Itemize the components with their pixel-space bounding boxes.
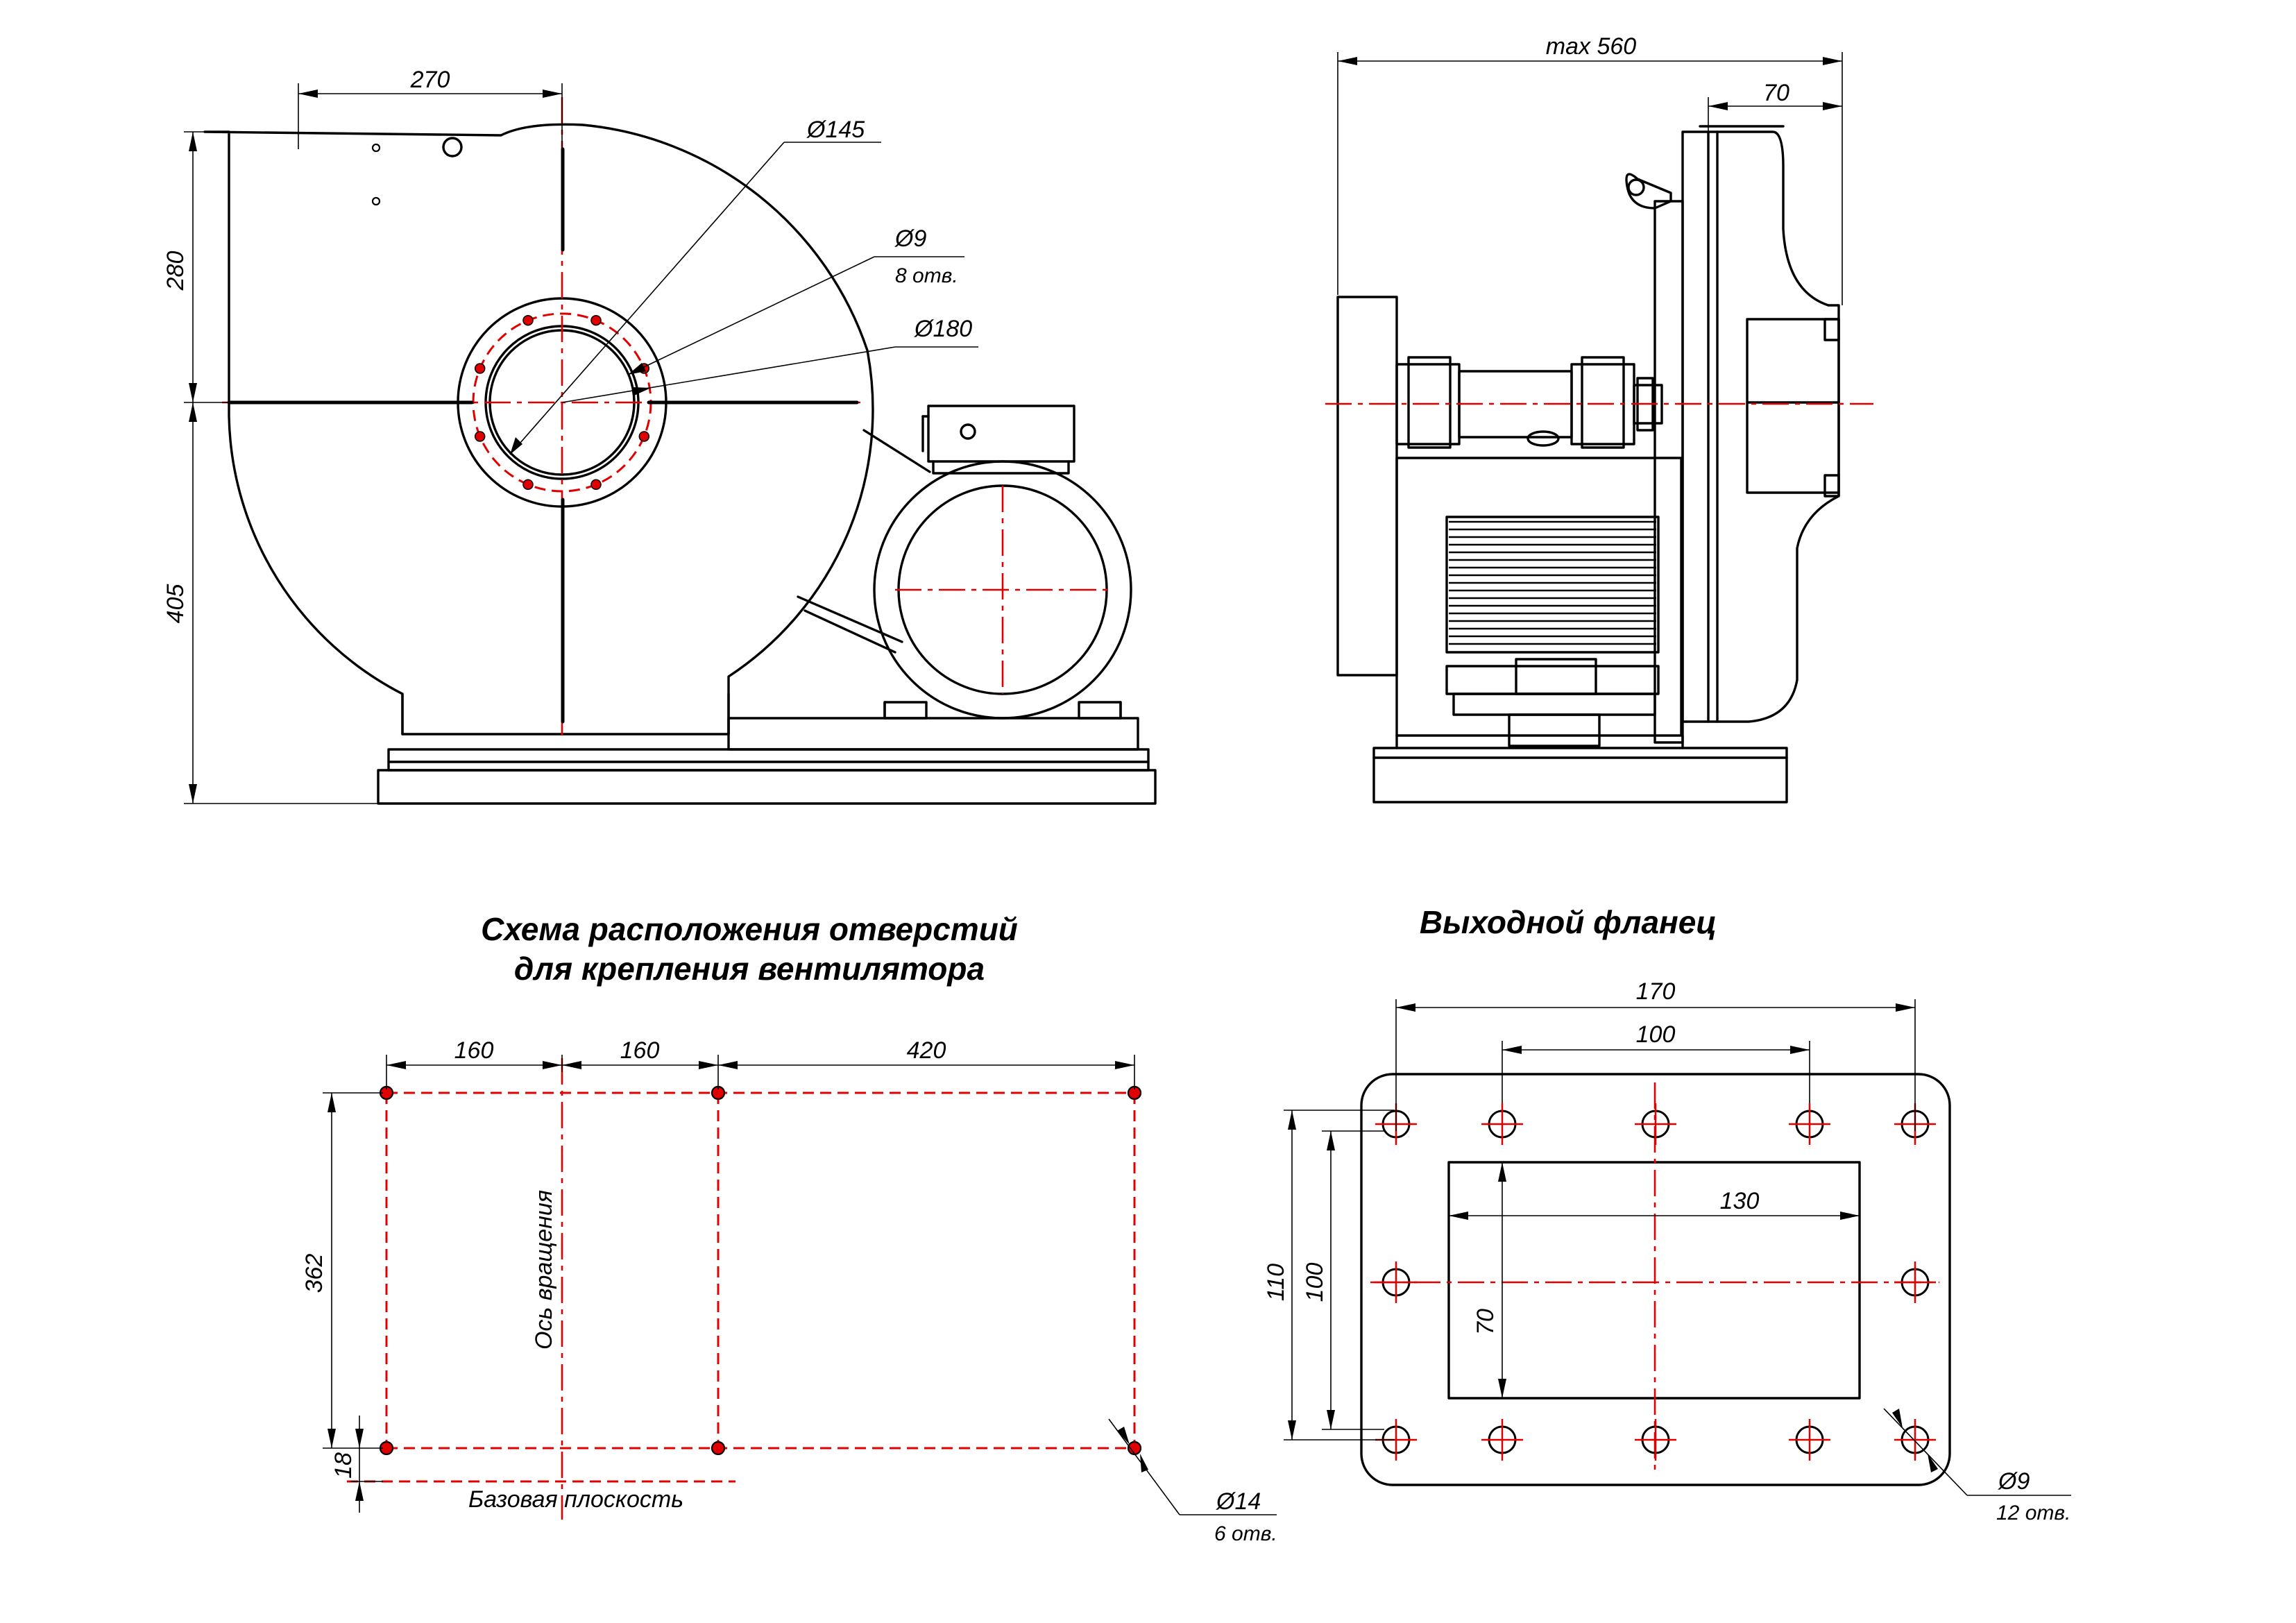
inlet-bolt-hole [474, 363, 486, 374]
dim-bolt-circle: Ø180 [914, 316, 972, 342]
base-frame [387, 748, 1150, 772]
dim-flange-outer-height: 110 [1263, 1264, 1289, 1301]
small-hole [371, 143, 381, 153]
inlet-bolt-hole [522, 479, 534, 491]
mounting-hole-scheme: Схема расположения отверстий для креплен… [301, 911, 1277, 1545]
flange-hole [1481, 1103, 1523, 1145]
fan-front-view [1325, 125, 1873, 804]
dim-flange-hole-pitch: 100 [1636, 1021, 1676, 1048]
inlet-bolt-hole [590, 314, 602, 326]
flange-hole [1481, 1419, 1523, 1461]
flange-plate [1360, 1073, 1951, 1486]
motor-body [1395, 457, 1683, 737]
flange-hole [1635, 1419, 1676, 1461]
inspection-port [442, 137, 463, 158]
flange-hole [1894, 1419, 1936, 1461]
outlet-flange: Выходной фланец 170 100 130 110 100 70 Ø… [1263, 904, 2071, 1524]
dim-height-bottom: 405 [162, 584, 189, 624]
scheme-title-line2: для крепления вентилятора [514, 951, 985, 987]
front-base [1372, 747, 1788, 804]
flange-hole [1635, 1103, 1676, 1145]
dim-height-top: 280 [162, 251, 189, 291]
flange-title: Выходной фланец [1420, 904, 1717, 940]
dim-max-width: max 560 [1546, 33, 1636, 60]
flange-hole [1789, 1103, 1830, 1145]
flange-hole [1894, 1261, 1936, 1303]
inlet-bolt-hole [590, 479, 602, 491]
dim-bolt-hole: Ø9 [894, 226, 926, 252]
side-view-dimensions: 270 280 405 Ø145 Ø9 8 отв. Ø180 [162, 67, 978, 804]
flange-hole-count: 12 отв. [1996, 1502, 2070, 1524]
cooling-fins [1449, 520, 1656, 645]
inlet-bolt-hole [474, 431, 486, 442]
dim-scheme-a: 160 [454, 1037, 494, 1064]
volute-housing [203, 123, 874, 736]
base-plane-label: Базовая плоскость [468, 1486, 683, 1513]
dim-opening-height: 70 [1472, 1309, 1499, 1335]
inlet-bolt-hole [638, 431, 650, 442]
dim-inlet-diameter: Ø145 [806, 117, 865, 143]
dim-flange-depth: 70 [1763, 80, 1789, 106]
dim-opening-width: 130 [1720, 1188, 1760, 1214]
front-view-dimensions: max 560 70 [1337, 33, 1843, 305]
dim-scheme-depth: 362 [301, 1254, 328, 1293]
rotation-axis-label: Ось вращения [531, 1190, 557, 1350]
dim-bolt-hole-count: 8 отв. [895, 264, 958, 287]
mount-holes [379, 1085, 1142, 1456]
flange-hole [1375, 1261, 1417, 1303]
fan-side-view [203, 97, 1157, 805]
flange-hole-diameter: Ø9 [1998, 1468, 2030, 1495]
inlet-bolt-hole [522, 314, 534, 326]
small-hole [371, 196, 381, 206]
flange-hole [1789, 1419, 1830, 1461]
scheme-title-line1: Схема расположения отверстий [481, 911, 1018, 947]
dim-scheme-c: 420 [907, 1037, 946, 1064]
scheme-hole-diameter: Ø14 [1216, 1488, 1261, 1515]
terminal-box [927, 405, 1075, 463]
dim-flange-inner-height: 100 [1302, 1263, 1328, 1302]
motor-outer [873, 460, 1132, 720]
dim-flange-outer-width: 170 [1636, 978, 1676, 1005]
dim-scheme-b: 160 [620, 1037, 660, 1064]
drive-guard [1336, 296, 1398, 677]
scheme-hole-count: 6 отв. [1214, 1522, 1277, 1545]
dim-inlet-offset: 270 [410, 67, 450, 93]
dim-base-offset: 18 [330, 1452, 357, 1479]
